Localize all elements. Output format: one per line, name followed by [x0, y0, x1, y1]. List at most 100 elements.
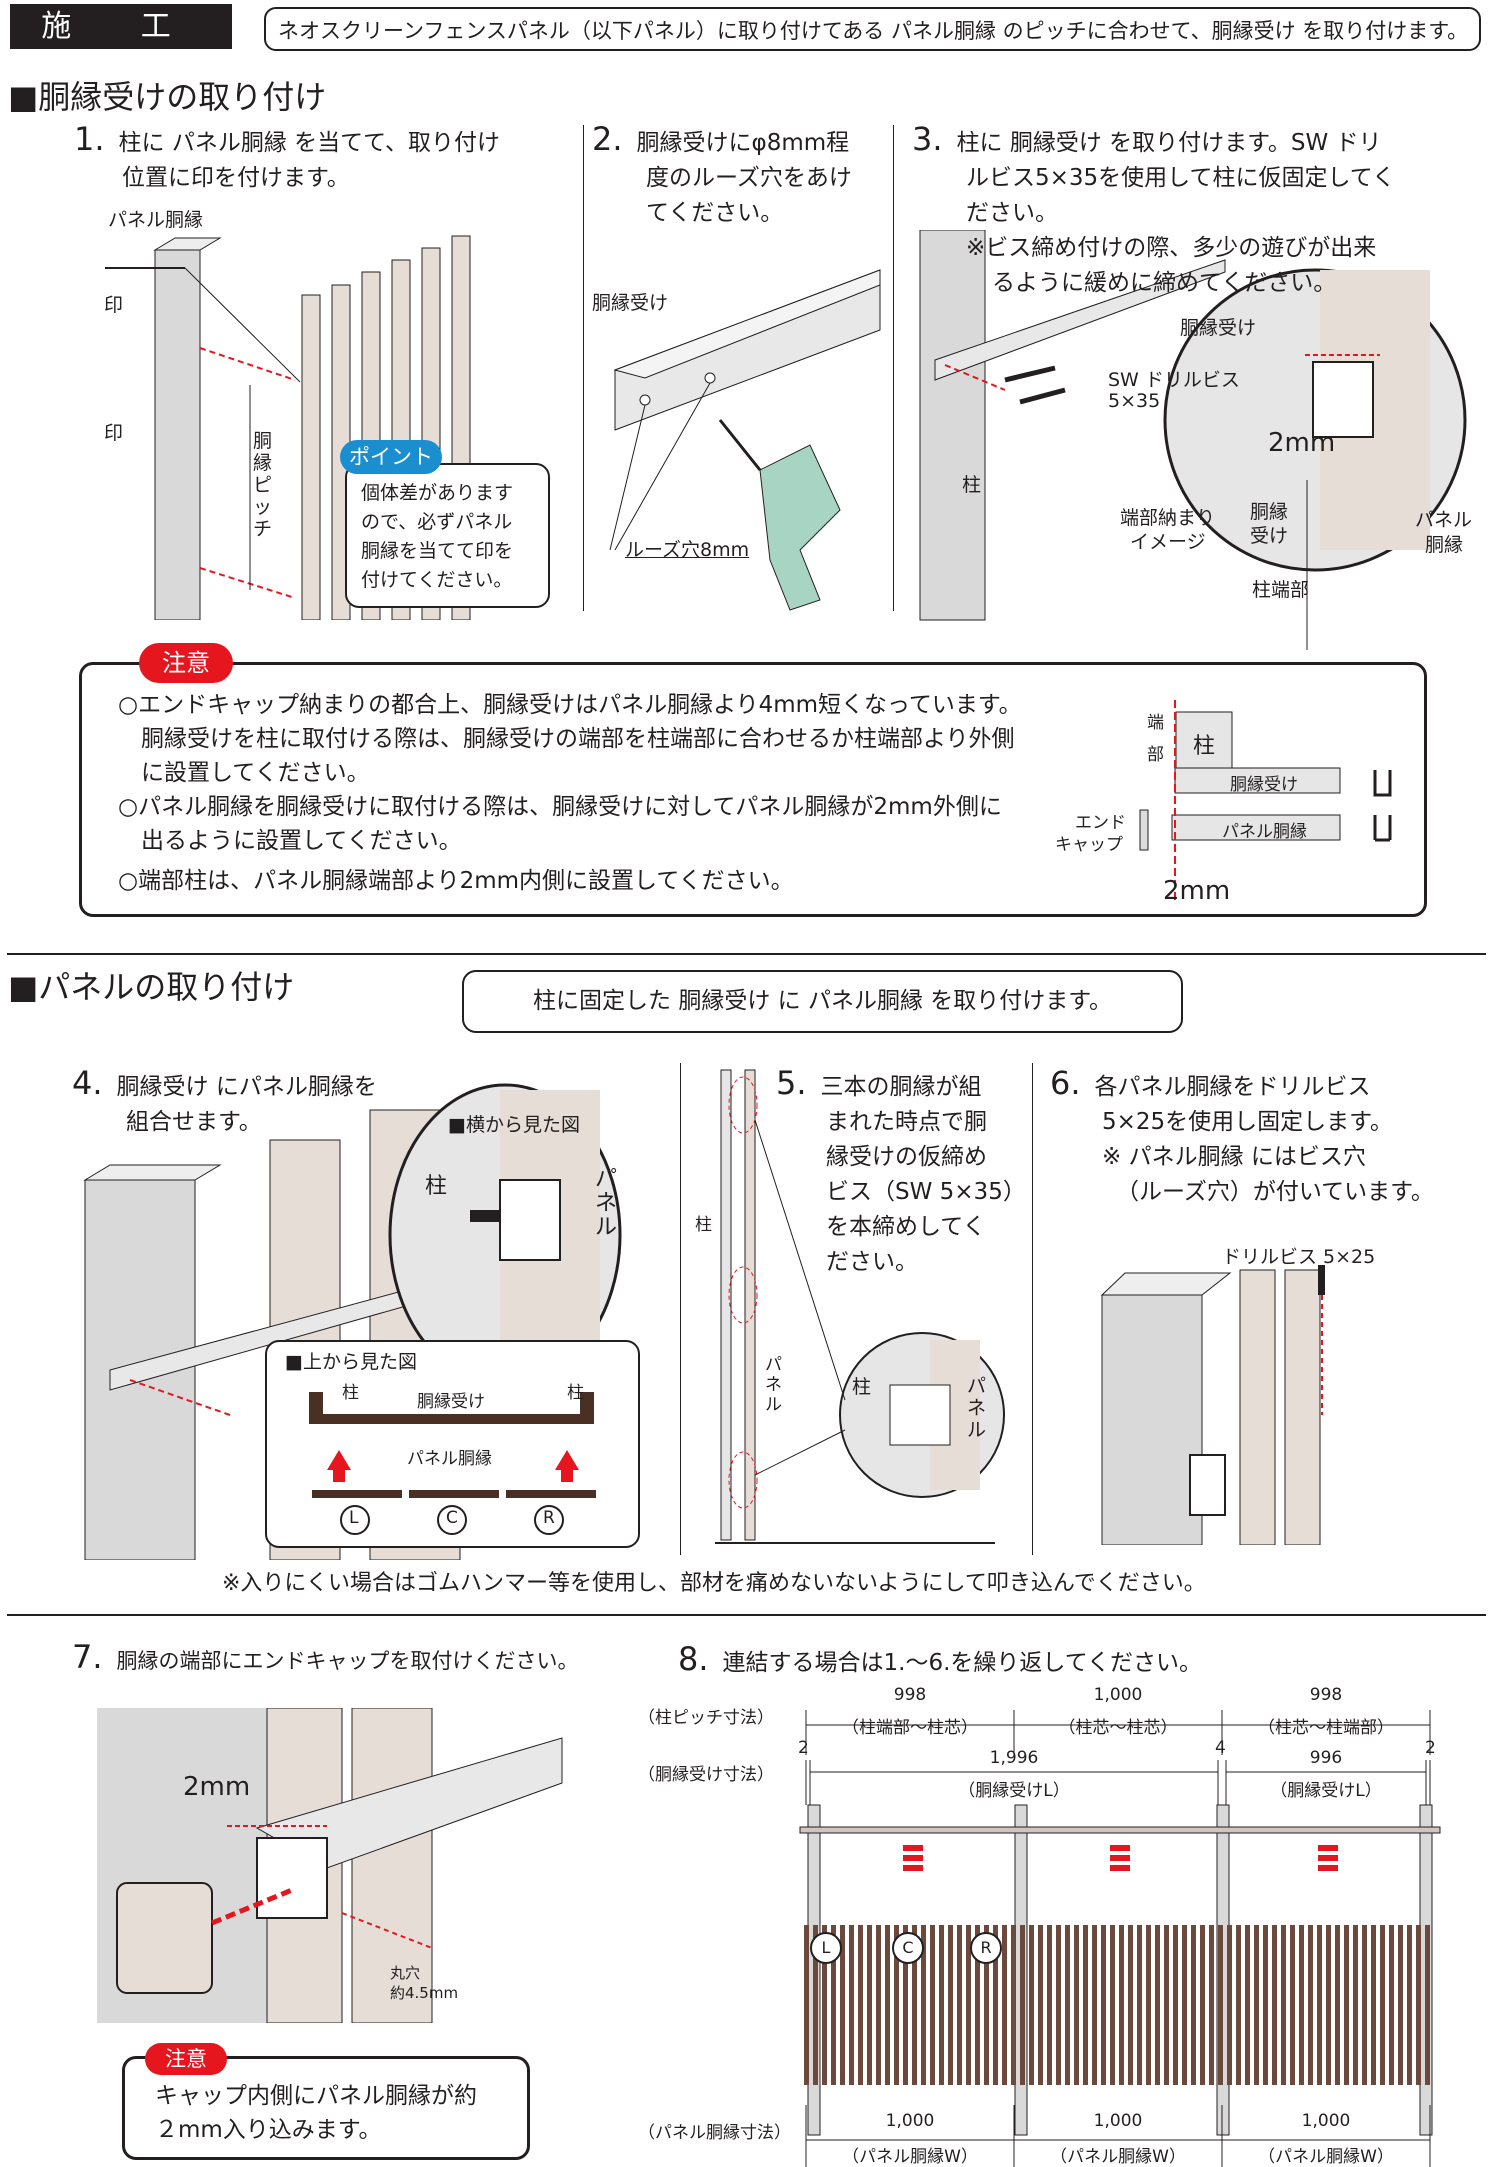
fence-slat — [1200, 1925, 1205, 2085]
fence-slat — [930, 1925, 935, 2085]
intro-banner: ネオスクリーンフェンスパネル（以下パネル）に取り付けてある パネル胴縁 のピッチ… — [264, 7, 1481, 51]
step-7: 7.胴縁の端部にエンドキャップを取付けください。 — [72, 1638, 579, 1676]
label-part: 部 — [1147, 745, 1164, 765]
fence-slat — [1101, 1925, 1106, 2085]
label-post: 柱 — [852, 1376, 872, 1398]
label-mark: 印 — [104, 294, 124, 316]
fence-slat — [1173, 1925, 1178, 2085]
fence-slat — [1155, 1925, 1160, 2085]
divider — [893, 125, 894, 611]
step-4: 4.胴縁受け にパネル胴縁を 組合せます。 — [72, 1064, 377, 1136]
fence-slat — [1227, 1925, 1232, 2085]
label-receiver: 胴縁受け — [1180, 317, 1257, 339]
marker-c: C — [892, 1932, 924, 1964]
fence-slat — [1326, 1925, 1331, 2085]
dim-gap: 2 — [1425, 1738, 1436, 1758]
label-end-image: イメージ — [1130, 531, 1206, 553]
label-receiver-row: （胴縁受け寸法） — [638, 1765, 774, 1785]
header-title: 施 工 — [10, 4, 232, 49]
dim-pitch-desc: （柱芯～柱芯） — [1058, 1718, 1178, 1738]
label-panel-rail: パネル胴縁 — [1222, 822, 1307, 842]
label-drill-screw: ドリルビス 5×25 — [1222, 1246, 1376, 1268]
fence-slat — [957, 1925, 962, 2085]
fence-slat — [1281, 1925, 1286, 2085]
label-panel: 胴縁 — [1425, 534, 1464, 556]
label-post: 柱 — [567, 1383, 584, 1403]
step-2: 2.胴縁受けにφ8mm程 度のルーズ穴をあけ てください。 — [592, 120, 852, 227]
label-end-cap: エンド — [1075, 813, 1126, 833]
fence-slat — [867, 1925, 872, 2085]
section-title-receiver: ■胴縁受けの取り付け — [8, 78, 327, 116]
fence-slat — [1110, 1925, 1115, 2085]
fence-slat — [1425, 1925, 1430, 2085]
dim-receiver-desc: （胴縁受けL） — [958, 1781, 1070, 1801]
fence-slat — [1011, 1925, 1016, 2085]
label-receiver: 胴縁受け — [417, 1392, 485, 1412]
dim-receiver: 1,996 — [989, 1748, 1039, 1768]
fence-slat — [1245, 1925, 1250, 2085]
label-panel: パネル — [1415, 509, 1473, 531]
fence-slat — [975, 1925, 980, 2085]
label-panel: パネル — [765, 1355, 782, 1415]
label-receiver: 胴縁受け — [592, 292, 669, 314]
fence-slat — [1362, 1925, 1367, 2085]
fence-slat — [1047, 1925, 1052, 2085]
label-panel: パネル — [967, 1375, 987, 1441]
label-2mm: 2mm — [183, 1772, 251, 1802]
label-side-view: ■横から見た図 — [448, 1114, 580, 1136]
fence-slat — [1038, 1925, 1043, 2085]
fence-slat — [921, 1925, 926, 2085]
fence-slat — [1299, 1925, 1304, 2085]
fence-slat — [858, 1925, 863, 2085]
label-panel-rail: パネル胴縁 — [108, 209, 204, 231]
point-badge: ポイント — [340, 440, 442, 474]
section-divider — [7, 953, 1486, 955]
fence-slat — [1164, 1925, 1169, 2085]
label-post: 柱 — [1193, 734, 1216, 759]
fence-slat — [1263, 1925, 1268, 2085]
marker-l: L — [349, 1508, 359, 1528]
fence-slat — [1002, 1925, 1007, 2085]
label-panel-rail: パネル胴縁 — [407, 1449, 492, 1469]
label-pitch-row: （柱ピッチ寸法） — [638, 1708, 774, 1728]
marker-r: R — [970, 1932, 1002, 1964]
dim-gap: 2 — [798, 1738, 809, 1758]
label-receiver: 胴縁受け — [1230, 775, 1298, 795]
dim-panel-desc: （パネル胴縁W） — [1258, 2147, 1394, 2167]
fence-slat — [1029, 1925, 1034, 2085]
dim-pitch-desc: （柱端部～柱芯） — [842, 1718, 978, 1738]
fence-slat — [1407, 1925, 1412, 2085]
fence-slat — [1074, 1925, 1079, 2085]
label-screw: SW ドリルビス — [1108, 369, 1240, 391]
label-end-cap: キャップ — [1055, 835, 1123, 855]
fence-slat — [822, 1925, 827, 2085]
fence-slat — [1416, 1925, 1421, 2085]
fence-slat — [903, 1925, 908, 2085]
section-title-panel: ■パネルの取り付け — [8, 968, 295, 1006]
fence-slat — [966, 1925, 971, 2085]
dim-panel-desc: （パネル胴縁W） — [842, 2147, 978, 2167]
label-post: 柱 — [342, 1383, 359, 1403]
fence-slat — [1020, 1925, 1025, 2085]
figure-screw-fix — [1100, 1265, 1325, 1545]
fence-slat — [1317, 1925, 1322, 2085]
fence-slat — [1083, 1925, 1088, 2085]
fence-slat — [993, 1925, 998, 2085]
fence-slat — [1344, 1925, 1349, 2085]
fence-slat — [1056, 1925, 1061, 2085]
dim-gap: 4 — [1215, 1738, 1226, 1758]
label-end: 端 — [1147, 713, 1164, 733]
fence-slat — [1272, 1925, 1277, 2085]
caution-badge: 注意 — [139, 643, 233, 683]
fence-slat — [1398, 1925, 1403, 2085]
fence-slat — [1128, 1925, 1133, 2085]
fence-slat — [1254, 1925, 1259, 2085]
caution-text: ○エンドキャップ納まりの都合上、胴縁受けはパネル胴縁より4mm短くなっています。… — [118, 692, 1022, 894]
label-post-end: 柱端部 — [1252, 579, 1310, 601]
caution-box — [79, 662, 1427, 917]
fence-slat — [1209, 1925, 1214, 2085]
label-end-image: 端部納まり — [1120, 507, 1216, 529]
fence-slat — [912, 1925, 917, 2085]
label-rail-pitch: 胴縁ピッチ — [253, 430, 273, 540]
